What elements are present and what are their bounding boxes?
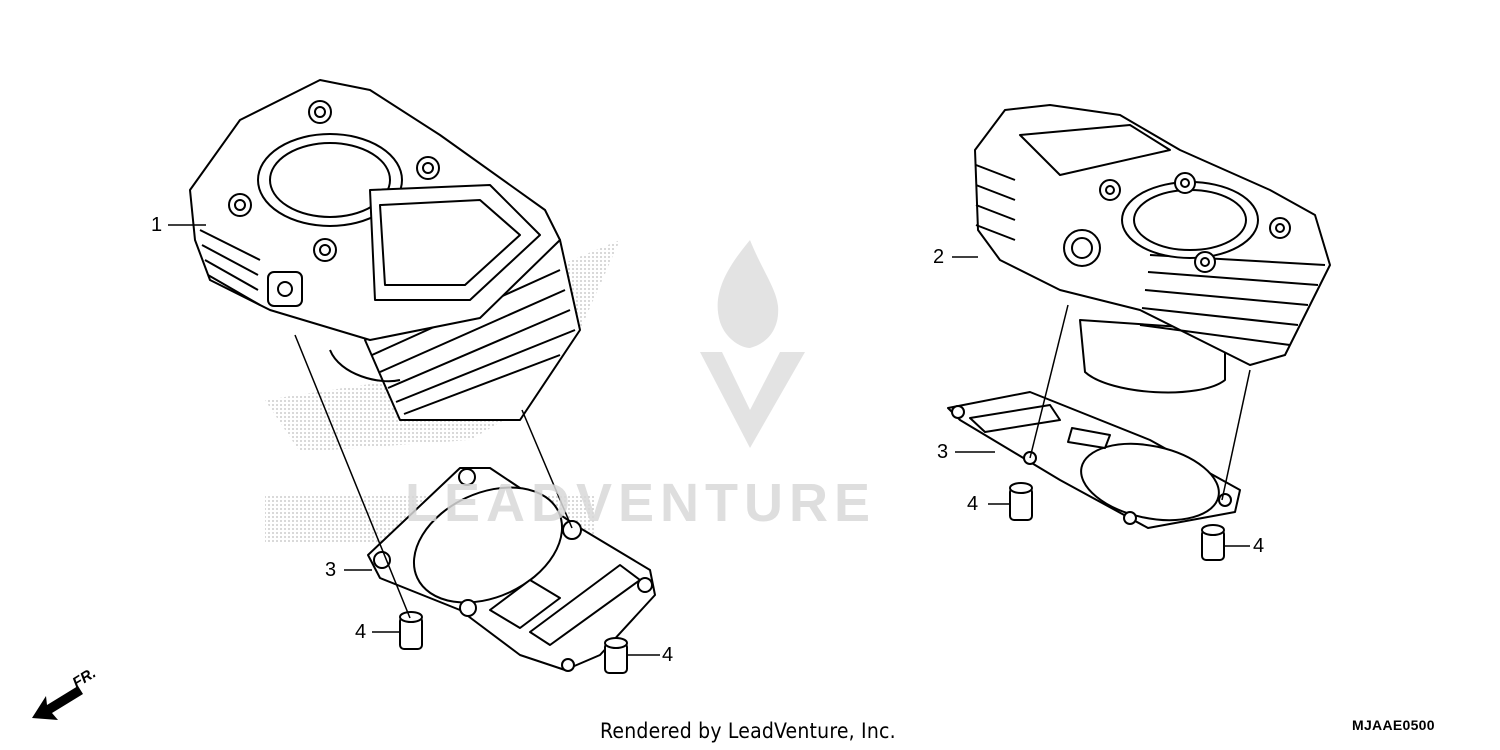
callout-4-right-a: 4 [967,493,979,515]
callout-1: 1 [151,214,163,236]
callout-4-left-a: 4 [355,621,367,643]
left-dowels [399,611,628,674]
right-gasket [947,391,1241,529]
callout-3-left: 3 [325,559,337,581]
callout-4-left-b: 4 [662,644,674,666]
callout-3-right: 3 [937,441,949,463]
footer-credit: Rendered by LeadVenture, Inc. [600,719,896,743]
right-alignment-lines [1029,304,1251,501]
leadventure-logo-watermark [700,240,805,448]
watermark-text: LEADVENTURE [405,473,877,533]
right-cylinder [974,104,1331,394]
front-direction-arrow [32,686,83,720]
left-cylinder [189,79,581,421]
left-alignment-lines [294,334,573,619]
callout-2: 2 [933,246,945,268]
callout-leaders [168,224,1250,656]
callout-4-right-b: 4 [1253,535,1265,557]
left-gasket [367,467,656,672]
diagram-code: MJAAE0500 [1352,717,1435,733]
